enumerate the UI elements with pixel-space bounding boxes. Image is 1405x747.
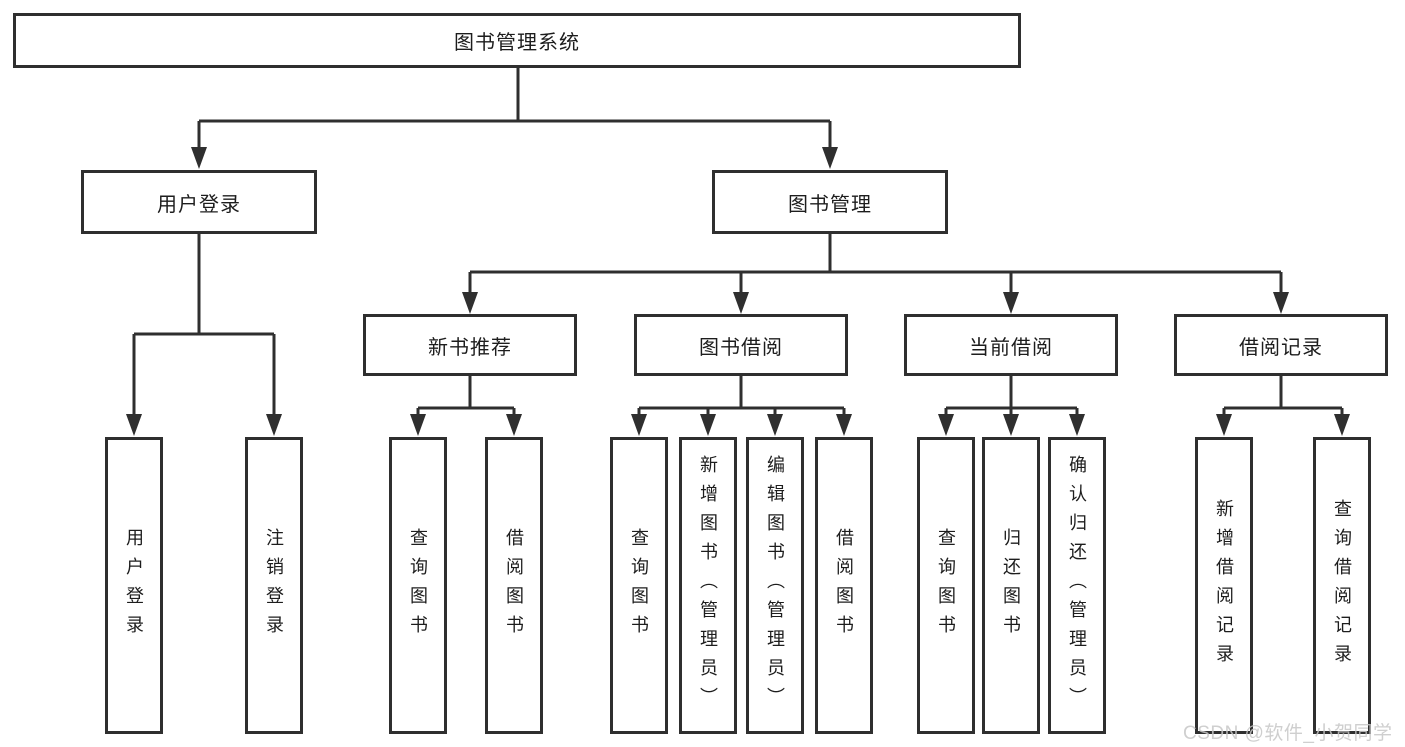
node-new-book-recommend: 新书推荐 — [363, 314, 577, 376]
node-label: 当前借阅 — [969, 336, 1053, 359]
leaf-label: 查询图书 — [629, 527, 649, 644]
node-current-borrowing: 当前借阅 — [904, 314, 1118, 376]
node-user-login: 用户登录 — [81, 170, 317, 234]
node-book-borrowing: 图书借阅 — [634, 314, 848, 376]
leaf-label: 注销登录 — [264, 527, 284, 644]
node-book-management: 图书管理 — [712, 170, 948, 234]
node-label: 借阅记录 — [1239, 336, 1323, 359]
node-label: 图书管理 — [788, 193, 872, 216]
leaf-user-login: 用户登录 — [105, 437, 163, 734]
node-label: 图书借阅 — [699, 336, 783, 359]
node-label: 用户登录 — [157, 193, 241, 216]
leaf-label: 新增图书（管理员） — [698, 455, 718, 716]
leaf-borrow-books: 借阅图书 — [815, 437, 873, 734]
csdn-watermark: CSDN @软件_小贺同学 — [1183, 723, 1393, 744]
node-borrowing-records: 借阅记录 — [1174, 314, 1388, 376]
leaf-label: 借阅图书 — [504, 527, 524, 644]
leaf-borrow-books: 借阅图书 — [485, 437, 543, 734]
leaf-query-books: 查询图书 — [610, 437, 668, 734]
leaf-label: 编辑图书（管理员） — [765, 455, 785, 716]
leaf-logout: 注销登录 — [245, 437, 303, 734]
leaf-add-borrow-record: 新增借阅记录 — [1195, 437, 1253, 734]
leaf-label: 新增借阅记录 — [1214, 498, 1234, 673]
leaf-label: 借阅图书 — [834, 527, 854, 644]
leaf-label: 查询图书 — [936, 527, 956, 644]
leaf-return-books: 归还图书 — [982, 437, 1040, 734]
node-library-management-system: 图书管理系统 — [13, 13, 1021, 68]
leaf-add-books-admin: 新增图书（管理员） — [679, 437, 737, 734]
leaf-label: 确认归还（管理员） — [1067, 455, 1087, 716]
leaf-edit-books-admin: 编辑图书（管理员） — [746, 437, 804, 734]
leaf-label: 用户登录 — [124, 527, 144, 644]
leaf-query-books: 查询图书 — [389, 437, 447, 734]
node-label: 图书管理系统 — [454, 32, 580, 54]
leaf-query-books: 查询图书 — [917, 437, 975, 734]
leaf-query-borrow-record: 查询借阅记录 — [1313, 437, 1371, 734]
leaf-confirm-return-admin: 确认归还（管理员） — [1048, 437, 1106, 734]
leaf-label: 查询借阅记录 — [1332, 498, 1352, 673]
leaf-label: 查询图书 — [408, 527, 428, 644]
node-label: 新书推荐 — [428, 336, 512, 359]
leaf-label: 归还图书 — [1001, 527, 1021, 644]
